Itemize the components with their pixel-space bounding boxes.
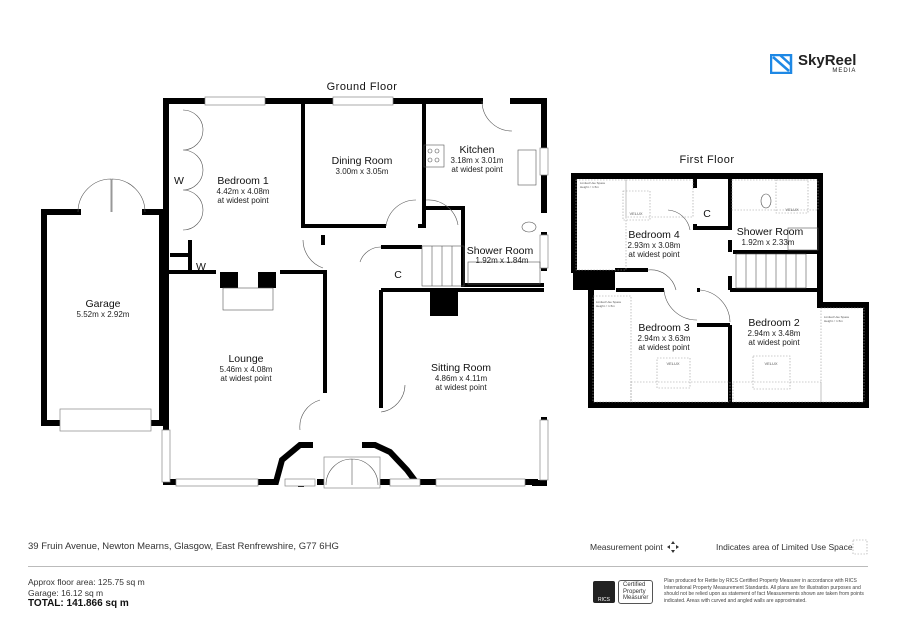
lounge-name: Lounge xyxy=(228,353,263,365)
measurement-point-icon xyxy=(667,541,679,553)
bedroom2-note: at widest point xyxy=(748,338,800,347)
velux-shower: VELUX xyxy=(785,207,798,212)
bedroom4-note: at widest point xyxy=(628,250,680,259)
velux-bedroom4: VELUX xyxy=(629,211,642,216)
ground-floor-interior-walls xyxy=(166,100,544,431)
garage-walls xyxy=(41,178,165,432)
first-floor-title: First Floor xyxy=(680,154,735,166)
total-area: TOTAL: 141.866 sq m xyxy=(28,598,129,609)
dining-name: Dining Room xyxy=(332,155,393,167)
skyreel-logo-icon xyxy=(770,54,793,74)
rics-line-1: Certified xyxy=(623,582,646,588)
first-floor: First Floor VELUX VELUX VELUX VELUX Limi… xyxy=(571,154,869,408)
shower-ff-dims: 1.92m x 2.33m xyxy=(742,238,795,247)
garage-dims: 5.52m x 2.92m xyxy=(77,310,130,319)
sitting-dims: 4.86m x 4.11m xyxy=(435,374,488,383)
lounge-note: at widest point xyxy=(220,374,272,383)
bedroom3-name: Bedroom 3 xyxy=(638,322,690,334)
limited-height-1: Height < 1.5m xyxy=(580,185,599,189)
rics-line-2: Property xyxy=(623,588,646,595)
bedroom2-dims: 2.94m x 3.48m xyxy=(748,329,801,338)
disclaimer: Plan produced for Rettie by RICS Certifi… xyxy=(664,578,864,604)
shower-gf-name: Shower Room xyxy=(467,245,534,257)
rics-logo: RICS xyxy=(593,580,615,603)
limited-legend: Indicates area of Limited Use Space xyxy=(716,542,853,552)
kitchen-note: at widest point xyxy=(451,165,503,174)
kitchen-name: Kitchen xyxy=(459,144,494,156)
cupboard-label-gf: C xyxy=(394,269,402,281)
bedroom4-dims: 2.93m x 3.08m xyxy=(628,241,681,250)
skyreel-logo: SkyReel MEDIA xyxy=(770,52,857,74)
ground-floor: Ground Floor xyxy=(41,81,549,489)
kitchen-dims: 3.18m x 3.01m xyxy=(451,156,504,165)
ground-floor-title: Ground Floor xyxy=(327,81,398,93)
approx-area: Approx floor area: 125.75 sq m xyxy=(28,577,145,587)
logo-sub: MEDIA xyxy=(832,68,857,74)
limited-height-2: Height < 1.5m xyxy=(596,304,615,308)
wardrobe-label: W xyxy=(174,175,184,187)
wardrobe-label-2: W xyxy=(196,261,206,273)
lounge-dims: 5.46m x 4.08m xyxy=(220,365,273,374)
velux-bedroom3: VELUX xyxy=(666,361,679,366)
footer-divider xyxy=(28,566,868,567)
limited-height-3: Height < 1.5m xyxy=(824,319,843,323)
shower-gf-dims: 1.92m x 1.84m xyxy=(476,256,529,265)
bedroom1-name: Bedroom 1 xyxy=(217,175,269,187)
dining-dims: 3.00m x 3.05m xyxy=(336,167,389,176)
address: 39 Fruin Avenue, Newton Mearns, Glasgow,… xyxy=(28,541,339,552)
rics-badge: RICS Certified Property Measurer xyxy=(593,580,654,604)
limited-label-2: Limited Use Space xyxy=(596,300,622,304)
sitting-note: at widest point xyxy=(435,383,487,392)
logo-name: SkyReel xyxy=(798,52,857,69)
limited-label-3: Limited Use Space xyxy=(824,315,850,319)
bedroom4-name: Bedroom 4 xyxy=(628,229,680,241)
limited-space-swatch xyxy=(852,539,868,555)
ground-floor-outer-walls xyxy=(161,96,549,489)
cupboard-label-ff: C xyxy=(703,208,711,220)
chimney-sitting xyxy=(430,290,458,316)
rics-certified-text: Certified Property Measurer xyxy=(618,580,654,604)
bedroom3-note: at widest point xyxy=(638,343,690,352)
sitting-name: Sitting Room xyxy=(431,362,491,374)
bedroom3-dims: 2.94m x 3.63m xyxy=(638,334,691,343)
garage-name: Garage xyxy=(85,298,120,310)
shower-ff-name: Shower Room xyxy=(737,226,804,238)
garage-area: Garage: 16.12 sq m xyxy=(28,588,104,598)
velux-bedroom2: VELUX xyxy=(764,361,777,366)
rics-line-3: Measurer xyxy=(623,595,649,601)
bedroom1-dims: 4.42m x 4.08m xyxy=(217,187,270,196)
bedroom2-name: Bedroom 2 xyxy=(748,317,800,329)
bedroom1-note: at widest point xyxy=(217,196,269,205)
limited-label-1: Limited Use Space xyxy=(580,181,606,185)
measurement-legend: Measurement point xyxy=(590,542,663,552)
